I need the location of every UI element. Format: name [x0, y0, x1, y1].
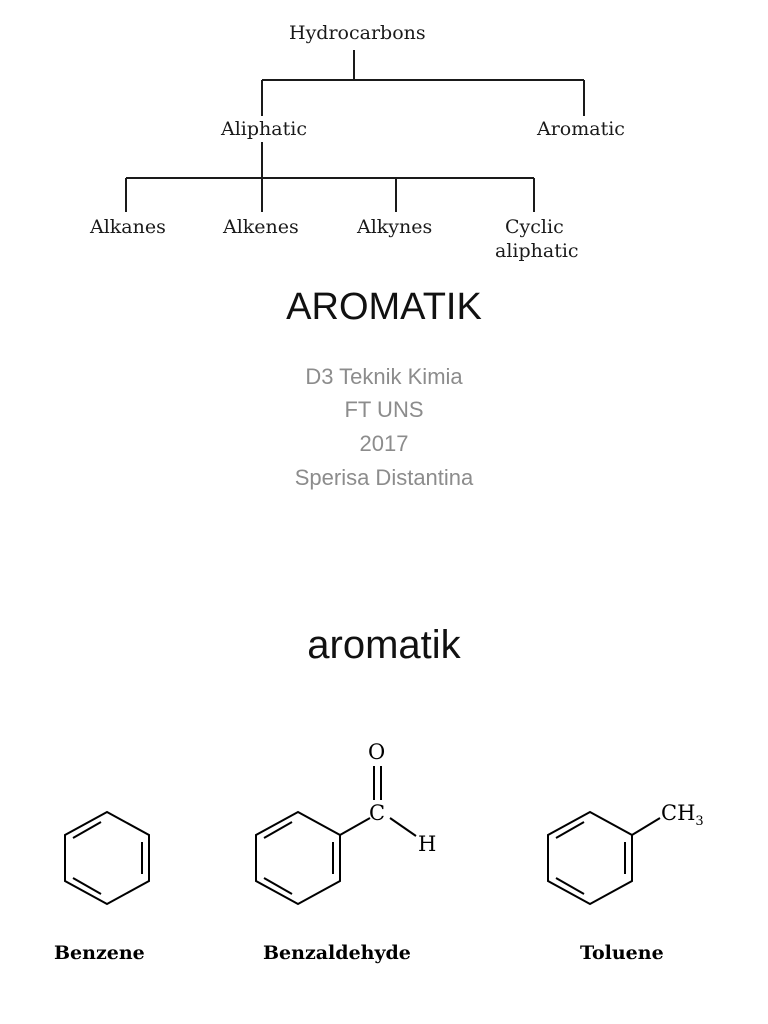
benzene-structure — [64, 810, 150, 906]
benzaldehyde-label: Benzaldehyde — [263, 942, 411, 964]
toluene-methyl-label: CH3 — [661, 801, 704, 829]
subtitle-line: 2017 — [359, 431, 409, 456]
tree-node-alkenes: Alkenes — [223, 216, 299, 238]
tree-node-alkynes: Alkynes — [357, 216, 433, 238]
slide2-title: aromatik — [307, 623, 461, 667]
toluene-structure — [547, 810, 661, 906]
subtitle-line: D3 Teknik Kimia — [305, 364, 463, 389]
benzaldehyde-carbon-label: C — [369, 801, 386, 825]
tree-root-hydrocarbons: Hydrocarbons — [289, 22, 426, 44]
slide-title: AROMATIK — [286, 286, 482, 328]
tree-node-cyclic-line2: aliphatic — [495, 240, 579, 262]
toluene-methyl-subscript: 3 — [695, 814, 704, 830]
tree-node-aromatic: Aromatic — [537, 118, 625, 140]
benzaldehyde-structure — [255, 766, 417, 906]
classification-tree-lines — [125, 50, 585, 212]
subtitle-line: FT UNS — [344, 397, 424, 422]
tree-node-aliphatic: Aliphatic — [221, 118, 307, 140]
toluene-methyl-text: CH — [661, 801, 696, 825]
benzaldehyde-hydrogen-label: H — [418, 832, 437, 856]
toluene-label: Toluene — [580, 942, 664, 964]
benzaldehyde-oxygen-label: O — [368, 740, 386, 764]
tree-node-alkanes: Alkanes — [90, 216, 166, 238]
subtitle-line: Sperisa Distantina — [294, 465, 474, 490]
tree-node-cyclic-line1: Cyclic — [505, 216, 564, 238]
benzene-label: Benzene — [54, 942, 145, 964]
